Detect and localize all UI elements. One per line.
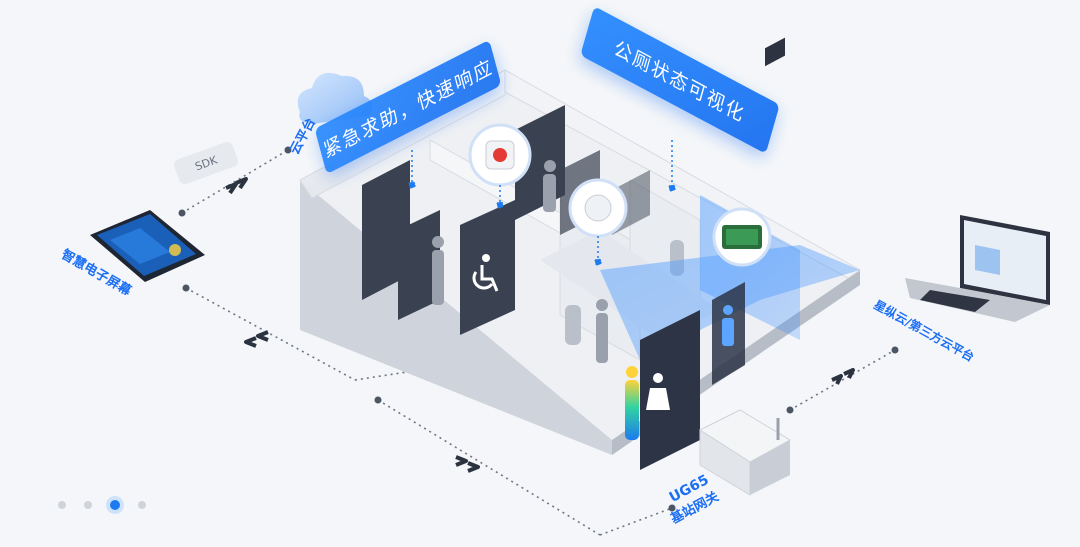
connection-nodes bbox=[178, 146, 899, 512]
gateway-device bbox=[698, 37, 792, 496]
heat-map-person bbox=[625, 366, 639, 440]
laptop-device bbox=[905, 215, 1050, 322]
accessible-sign-icon bbox=[472, 254, 499, 292]
people-silhouettes bbox=[432, 160, 608, 363]
carousel-dot-1[interactable] bbox=[58, 501, 66, 509]
male-sign-icon bbox=[722, 305, 734, 346]
display-panel-device bbox=[712, 207, 772, 267]
carousel-dot-4[interactable] bbox=[138, 501, 146, 509]
sensor-leader-lines bbox=[408, 140, 676, 266]
carousel-pagination bbox=[58, 500, 146, 510]
carousel-dot-3[interactable] bbox=[110, 500, 120, 510]
carousel-dot-2[interactable] bbox=[84, 501, 92, 509]
female-sign-icon bbox=[646, 373, 670, 410]
occupancy-sensor-device bbox=[568, 178, 628, 238]
chevron-arrows-icon bbox=[225, 177, 855, 473]
smart-screen-device bbox=[90, 210, 205, 282]
emergency-button-device bbox=[468, 123, 532, 187]
